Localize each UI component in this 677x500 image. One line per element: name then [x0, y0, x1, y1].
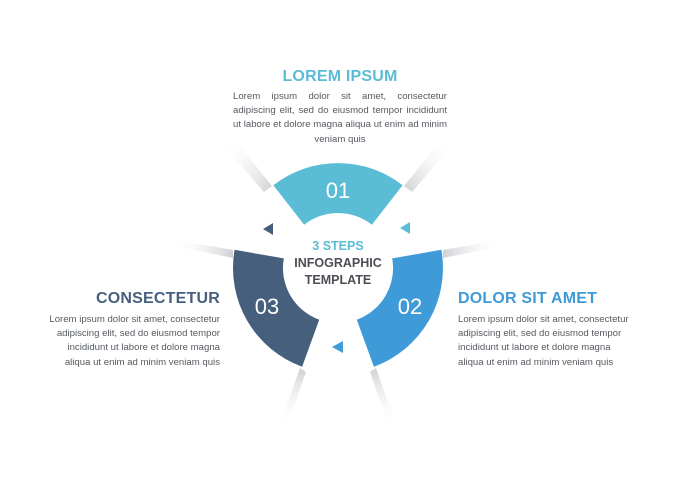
segment-02-number: 02 — [398, 294, 422, 319]
segment-03 — [233, 249, 320, 367]
triangle-arrow-left-dark-icon — [263, 223, 273, 235]
step-01-title: LOREM IPSUM — [282, 68, 398, 85]
step-03-description: Lorem ipsum dolor sit amet, consectetur … — [49, 314, 220, 368]
center-label-steps: 3 STEPS — [312, 239, 364, 253]
triangle-arrow-left-blue-icon — [332, 341, 343, 353]
center-label-template: TEMPLATE — [304, 273, 372, 287]
step-03-text-block: CONSECTETUR Lorem ipsum dolor sit amet, … — [40, 290, 220, 370]
center-label-infographic: INFOGRAPHIC — [294, 256, 382, 270]
step-03-title: CONSECTETUR — [96, 290, 220, 307]
step-02-text-block: DOLOR SIT AMET Lorem ipsum dolor sit ame… — [458, 290, 638, 370]
shadow-rays — [173, 140, 503, 427]
segment-03-number: 03 — [255, 294, 279, 319]
segment-02 — [356, 249, 443, 367]
step-02-description: Lorem ipsum dolor sit amet, consectetur … — [458, 314, 629, 368]
triangle-arrow-left-light-icon — [400, 222, 410, 234]
center-label: 3 STEPS INFOGRAPHIC TEMPLATE — [283, 238, 393, 289]
segment-01 — [273, 163, 403, 225]
step-02-title: DOLOR SIT AMET — [458, 290, 598, 307]
segment-01-number: 01 — [326, 178, 350, 203]
step-01-text-block: LOREM IPSUM Lorem ipsum dolor sit amet, … — [233, 68, 447, 147]
step-01-description: Lorem ipsum dolor sit amet, consectetur … — [233, 91, 447, 145]
